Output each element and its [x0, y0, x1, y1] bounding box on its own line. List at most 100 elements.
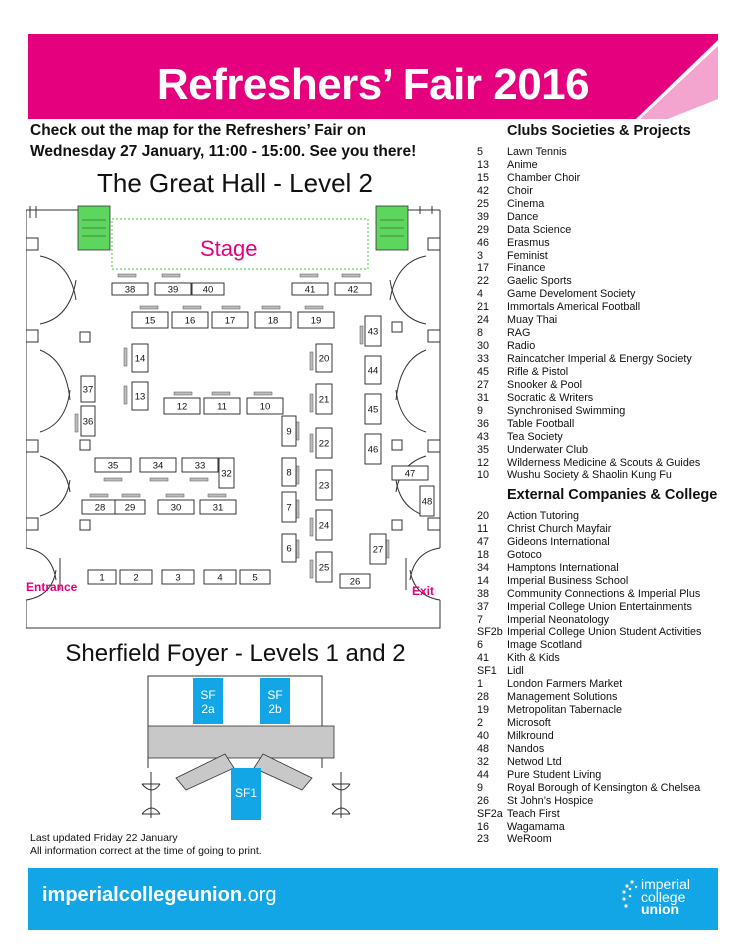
- list-item-name: Royal Borough of Kensington & Chelsea: [507, 781, 701, 794]
- list-item-name: Dance: [507, 210, 539, 223]
- stall-number: 12: [177, 402, 188, 413]
- list-item: 47 Gideons International: [477, 536, 747, 549]
- list-item-name: Data Science: [507, 223, 572, 236]
- list-item-name: Rifle & Pistol: [507, 365, 569, 378]
- stall-sf2a: [193, 678, 223, 724]
- list-item-name: Tea Society: [507, 430, 563, 443]
- list-item-name: Finance: [507, 262, 546, 275]
- stall-number: 42: [348, 285, 359, 296]
- stall-number: 40: [203, 285, 214, 296]
- stall-box: [181, 457, 219, 473]
- stall-box: [119, 569, 153, 585]
- list-item-number: 29: [477, 223, 490, 236]
- logo-line-3: union: [641, 901, 680, 917]
- list-item-number: 26: [477, 794, 490, 807]
- footer-bar: [28, 868, 718, 930]
- sf2a-label: SF 2a: [193, 688, 223, 716]
- list-item-name: Community Connections & Imperial Plus: [507, 587, 701, 600]
- list-item: 1 London Farmers Market: [477, 678, 747, 691]
- stall-number: 31: [213, 503, 224, 514]
- list-item: 12 Wilderness Medicine & Scouts & Guides: [477, 457, 747, 470]
- stall-number: 43: [368, 327, 379, 338]
- list-item-number: 32: [477, 755, 490, 768]
- stall-table-strip: [161, 273, 181, 278]
- list-item-name: London Farmers Market: [507, 678, 623, 691]
- stall-number: 7: [286, 503, 291, 514]
- list-item-number: 19: [477, 704, 490, 717]
- stall-box: [87, 569, 117, 585]
- list-item: 32 Netwod Ltd: [477, 756, 747, 769]
- list-item-number: 3: [477, 249, 484, 262]
- stall-table-strip: [123, 347, 128, 367]
- stall-number: 11: [217, 402, 227, 413]
- disclaimer: All information correct at the time of g…: [30, 845, 262, 857]
- stall-box: [254, 311, 292, 329]
- stall-box: [203, 569, 237, 585]
- list-item-number: 30: [477, 340, 490, 353]
- list-item-number: 8: [477, 327, 484, 340]
- footer-url[interactable]: imperialcollegeunion.org: [42, 884, 277, 907]
- foyer-title: Sherfield Foyer - Levels 1 and 2: [65, 640, 406, 667]
- list-item-name: RAG: [507, 327, 531, 340]
- list-item-name: Feminist: [507, 249, 548, 262]
- stall-number: 21: [319, 395, 330, 406]
- stall-box: [315, 469, 333, 501]
- list-item-name: Microsoft: [507, 717, 551, 729]
- sf2b-label: SF 2b: [260, 688, 290, 716]
- list-item-name: Netwod Ltd: [507, 755, 562, 768]
- stall-number: 28: [95, 503, 106, 514]
- list-item-number: 16: [477, 820, 490, 833]
- list-item-name: Gotoco: [507, 548, 542, 561]
- stall-number: 8: [286, 468, 291, 479]
- stall-table-strip: [121, 493, 141, 498]
- stall-number: 33: [195, 461, 206, 472]
- stall-number: 25: [319, 563, 330, 574]
- logo-line-1: imperial: [641, 876, 691, 892]
- footer-url-rest: .org: [242, 884, 277, 906]
- stall-box: [297, 311, 335, 329]
- stall-table-strip: [309, 433, 314, 453]
- stall-box: [364, 315, 382, 347]
- stall-box: [281, 491, 297, 523]
- stall-table-strip: [103, 477, 123, 482]
- stall-sf1: [231, 768, 261, 820]
- list-item-number: 12: [477, 456, 490, 469]
- list-item-name: Lidl: [507, 665, 524, 678]
- list-item-name: Erasmus: [507, 236, 550, 249]
- stall-number: 23: [319, 481, 330, 492]
- stall-box: [364, 433, 382, 465]
- list-item-name: Wilderness Medicine & Scouts & Guides: [507, 456, 701, 469]
- list-item-name: Hamptons International: [507, 561, 619, 574]
- stall-number: 17: [225, 316, 236, 327]
- stall-table-strip: [299, 273, 319, 278]
- list-item-number: 1: [477, 678, 484, 691]
- list-item-name: Chamber Choir: [507, 171, 581, 184]
- list-item-number: 10: [477, 469, 490, 482]
- stall-number: 24: [319, 521, 330, 532]
- update-notes: Last updated Friday 22 January All infor…: [30, 832, 262, 858]
- stall-number: 36: [83, 417, 94, 428]
- list-item-name: Image Scotland: [507, 639, 583, 652]
- stall-number: 6: [286, 544, 291, 555]
- stall-box: [281, 533, 297, 563]
- stall-number: 47: [405, 469, 416, 480]
- stall-number: 45: [368, 405, 379, 416]
- stall-box: [334, 282, 372, 296]
- stall-number: 38: [125, 285, 136, 296]
- stall-table-strip: [74, 413, 79, 433]
- list-item-name: Gideons International: [507, 535, 610, 548]
- stall-number: 39: [168, 285, 179, 296]
- stall-table-strip: [165, 493, 185, 498]
- list-item-number: 47: [477, 535, 490, 548]
